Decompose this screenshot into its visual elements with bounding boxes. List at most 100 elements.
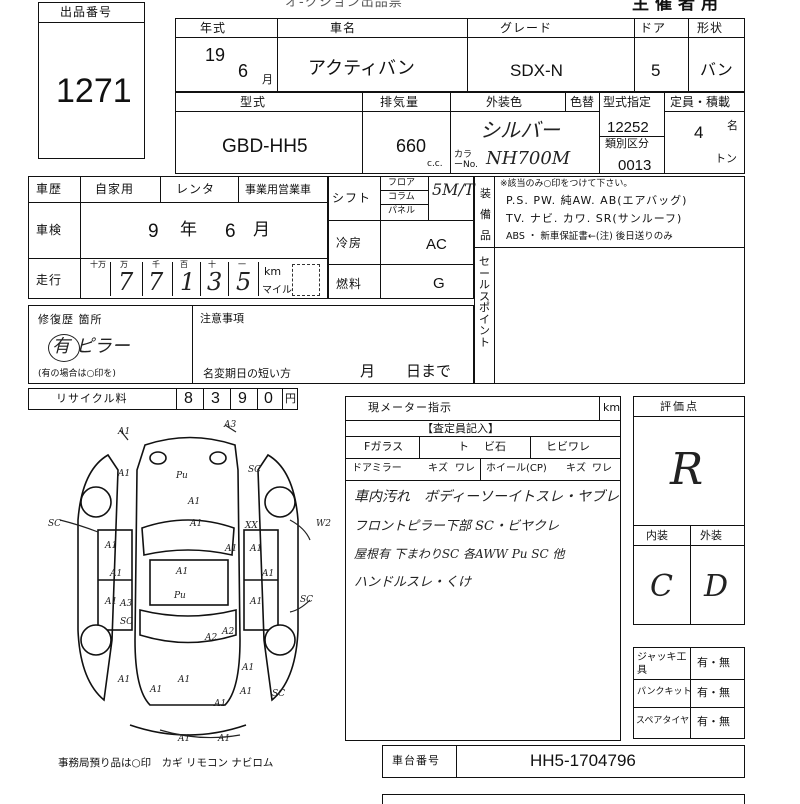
digit-label-1k: 千 [152,260,160,269]
displacement-label: 排気量 [380,95,420,109]
mark-17: A3 [120,599,133,609]
doors-value: 5 [651,61,661,80]
equipment-note: ※該当のみ○印をつけて下さい。 [500,179,633,189]
notes-label: 注意事項 [200,312,244,325]
month-value: 6 [238,61,249,81]
fuel-label: 燃料 [336,277,363,291]
mark-10: A2 [222,627,235,637]
jack-value: 有・無 [697,656,730,669]
name-change-day: 日まで [406,362,452,380]
comment-4: ハンドルスレ・くけ [354,575,472,590]
mirror-option-2: ワレ [455,463,475,474]
mark-33: A1 [214,699,227,709]
name-change-month: 月 [360,362,376,380]
mark-5: A1 [188,497,201,507]
spare-value: 有・無 [697,715,730,728]
interior-label: 内装 [646,529,668,542]
comment-1: 車内汚れ ボディーソーイトスレ・ヤブレ [354,489,620,505]
mark-6: Pu [176,471,188,481]
equipment-row2: TV. ナビ. カワ. SR(サンルーフ) [506,212,683,225]
mileage-label: 走行 [36,273,63,287]
glass-option-2: ビ石 [484,440,506,453]
repair-label: 修復歴 箇所 [38,313,103,326]
repair-note: (有の場合は○印を) [38,369,116,379]
history-block [28,176,328,299]
mark-11: W2 [316,519,331,529]
mark-24: A1 [240,687,253,697]
vehicle-name: アクティバン [308,58,415,79]
ac-label: 冷房 [336,236,363,250]
mark-15: A1 [250,597,263,607]
mark-23: Pu [174,591,186,601]
history-private: 自家用 [95,182,135,196]
shape-label: 形状 [697,21,724,35]
recycle-digit-4: 0 [264,390,273,407]
mileage-digit-4: 3 [207,268,223,296]
mark-7: A1 [105,541,118,551]
history-rental: レンタ [176,182,216,196]
equipment-label: 装備品 [480,187,491,242]
chassis-value: HH5-1704796 [530,751,636,770]
model-value: GBD-HH5 [222,136,308,157]
lot-label: 出品番号 [60,5,113,19]
mirror-label: ドアミラー [352,463,402,474]
fuel-value: G [433,275,445,292]
inspection-year: 9 [148,221,159,242]
mileage-digit-3: 1 [180,268,196,296]
color-no-label: カラーNo. [454,150,478,170]
history-business: 事業用営業車 [245,183,311,196]
km-label: km [264,265,282,278]
mark-13: XX [245,521,258,531]
glass-label: Fガラス [364,440,404,453]
interior-value: C [650,569,673,604]
mark-9: A1 [176,567,189,577]
mark-21: A1 [178,675,191,685]
mark-28: A1 [262,569,275,579]
mile-label: マイル [262,285,292,296]
cc-unit: c.c. [427,159,443,169]
capacity-label: 定員・積載 [670,95,731,109]
mark-25: A1 [178,734,191,744]
mark-29: A1 [190,519,203,529]
comment-2: フロントピラー下部 SC・ビヤクレ [354,519,559,534]
exterior-score-label: 外装 [700,529,722,542]
mark-32: A1 [150,685,163,695]
vehicle-row2 [175,92,745,174]
model-label: 型式 [240,95,267,109]
digit-label-10: 十 [208,260,216,269]
mark-14: A1 [105,597,118,607]
recycle-digit-3: 9 [238,390,247,407]
type-designation-value: 12252 [607,119,649,136]
ac-value: AC [426,236,447,253]
grade-value: SDX-N [510,61,563,80]
lot-box [38,2,145,159]
next-box-edge [382,794,745,804]
wheel-option-1: キズ [566,463,586,474]
equipment-row3: ABS ・ 新車保証書←(注) 後日送りのみ [506,231,673,242]
name-label: 車名 [330,21,357,35]
capacity-value: 4 [694,123,704,142]
year-label: 年式 [200,21,227,35]
equipment-row1: P.S. PW. 純AW. AB(エアバッグ) [506,194,688,207]
mark-16: A1 [225,544,238,554]
tools-block [633,647,745,739]
digit-label-100: 百 [180,260,188,269]
color-number-label: 色替 [570,95,595,109]
category-value: 0013 [618,157,652,174]
shape-value: バン [700,60,733,79]
mark-2: A3 [224,420,237,430]
exterior-color: シルバー [480,118,560,142]
puncture-value: 有・無 [697,686,730,699]
repair-circle [48,334,80,362]
mark-26: A1 [218,734,231,744]
office-items: 事務局預り品は○印 カギ リモコン ナビロム [58,757,274,769]
inspection-year-unit: 年 [180,220,197,240]
glass-option-1: ト [458,440,469,453]
score-block [633,396,745,625]
exterior-label: 外装色 [486,95,523,109]
mileage-digit-5: 5 [236,268,252,296]
mile-box [292,264,320,296]
mark-12: SC [48,519,62,529]
shift-option-column: コラム [388,192,415,202]
